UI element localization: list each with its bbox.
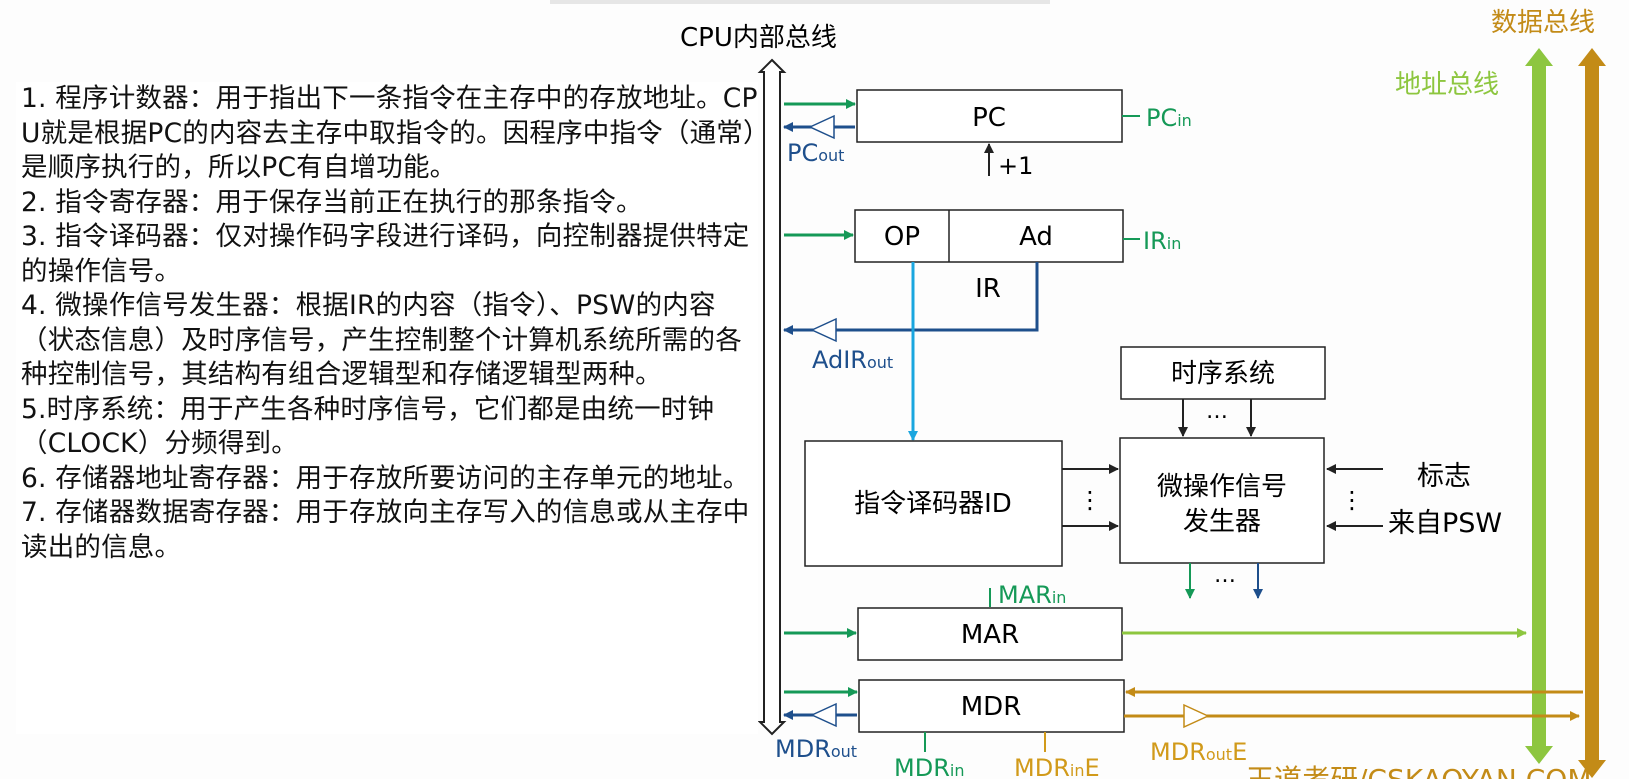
pc-register [856,89,1123,143]
mar-label: MAR [961,620,1019,650]
internal-bus [757,58,787,736]
note-signal-generator: 4. 微操作信号发生器：根据IR的内容（指令）、PSW的内容（状态信息）及时序信… [21,290,742,390]
note-mdr: 7. 存储器数据寄存器：用于存放向主存写入的信息或从主存中读出的信息。 [21,497,750,563]
ir-ad-field: Ad [1019,222,1053,252]
address-bus [1525,48,1553,764]
watermark-text: 王道考研/CSKAOYAN.COM [1246,763,1591,779]
mdr-out-signal: MDRout [775,735,857,763]
signal-generator-label-2: 发生器 [1183,507,1261,537]
address-bus-label: 地址总线 [1395,70,1499,100]
instruction-decoder-box [804,440,1063,567]
mar-in-signal: MARin [998,581,1066,609]
flag-vdots: ⋮ [1340,486,1364,514]
timing-system-label: 时序系统 [1171,359,1275,389]
data-bus [1578,48,1606,778]
flag-label-2: 来自PSW [1388,508,1502,539]
pc-in-signal: PCin [1146,104,1192,132]
notes-panel: 1. 程序计数器：用于指出下一条指令在主存中的存放地址。CPU就是根据PC的内容… [16,82,758,734]
internal-bus-label: CPU内部总线 [680,23,837,53]
adir-out-path [783,262,1039,335]
ir-register [854,209,1124,263]
pc-label: PC [972,103,1006,133]
pc-out-gate [808,114,835,140]
instruction-decoder-label: 指令译码器ID [854,489,1012,519]
mdr-out-e-gate [1183,703,1210,729]
mdr-out-e-signal: MDRoutE [1150,738,1247,766]
note-mar: 6. 存储器地址寄存器：用于存放所要访问的主存单元的地址。 [21,462,750,494]
decoder-vdots: ⋮ [1078,486,1102,514]
signal-generator-label-1: 微操作信号 [1157,472,1287,502]
mar-register [857,607,1123,661]
mdr-label: MDR [961,692,1022,722]
note-instruction-register: 2. 指令寄存器：用于保存当前正在执行的那条指令。 [21,186,643,218]
control-out-ellipsis: … [1214,563,1236,588]
note-program-counter: 1. 程序计数器：用于指出下一条指令在主存中的存放地址。CPU就是根据PC的内容… [21,83,758,183]
adir-out-signal: AdIRout [812,346,893,374]
note-timing-system: 5.时序系统：用于产生各种时序信号，它们都是由统一时钟（CLOCK）分频得到。 [21,393,715,460]
top-strip [550,0,1050,4]
ir-in-signal: IRin [1143,227,1181,255]
ir-op-field: OP [884,222,920,252]
timing-system-box [1120,346,1326,400]
ir-label: IR [975,274,1001,304]
adir-out-gate [810,317,837,343]
data-bus-label: 数据总线 [1491,8,1595,38]
mdr-out-gate [810,702,837,728]
flag-label-1: 标志 [1417,461,1471,492]
mdr-in-signal: MDRin [894,754,964,779]
pc-out-signal: PCout [787,139,844,167]
timing-ellipsis: … [1206,399,1228,424]
mdr-register [858,679,1125,733]
pc-increment-label: +1 [998,152,1033,180]
signal-generator-box [1119,437,1325,564]
mdr-in-e-signal: MDRinE [1014,754,1100,779]
note-instruction-decoder: 3. 指令译码器：仅对操作码字段进行译码，向控制器提供特定的操作信号。 [21,221,750,287]
